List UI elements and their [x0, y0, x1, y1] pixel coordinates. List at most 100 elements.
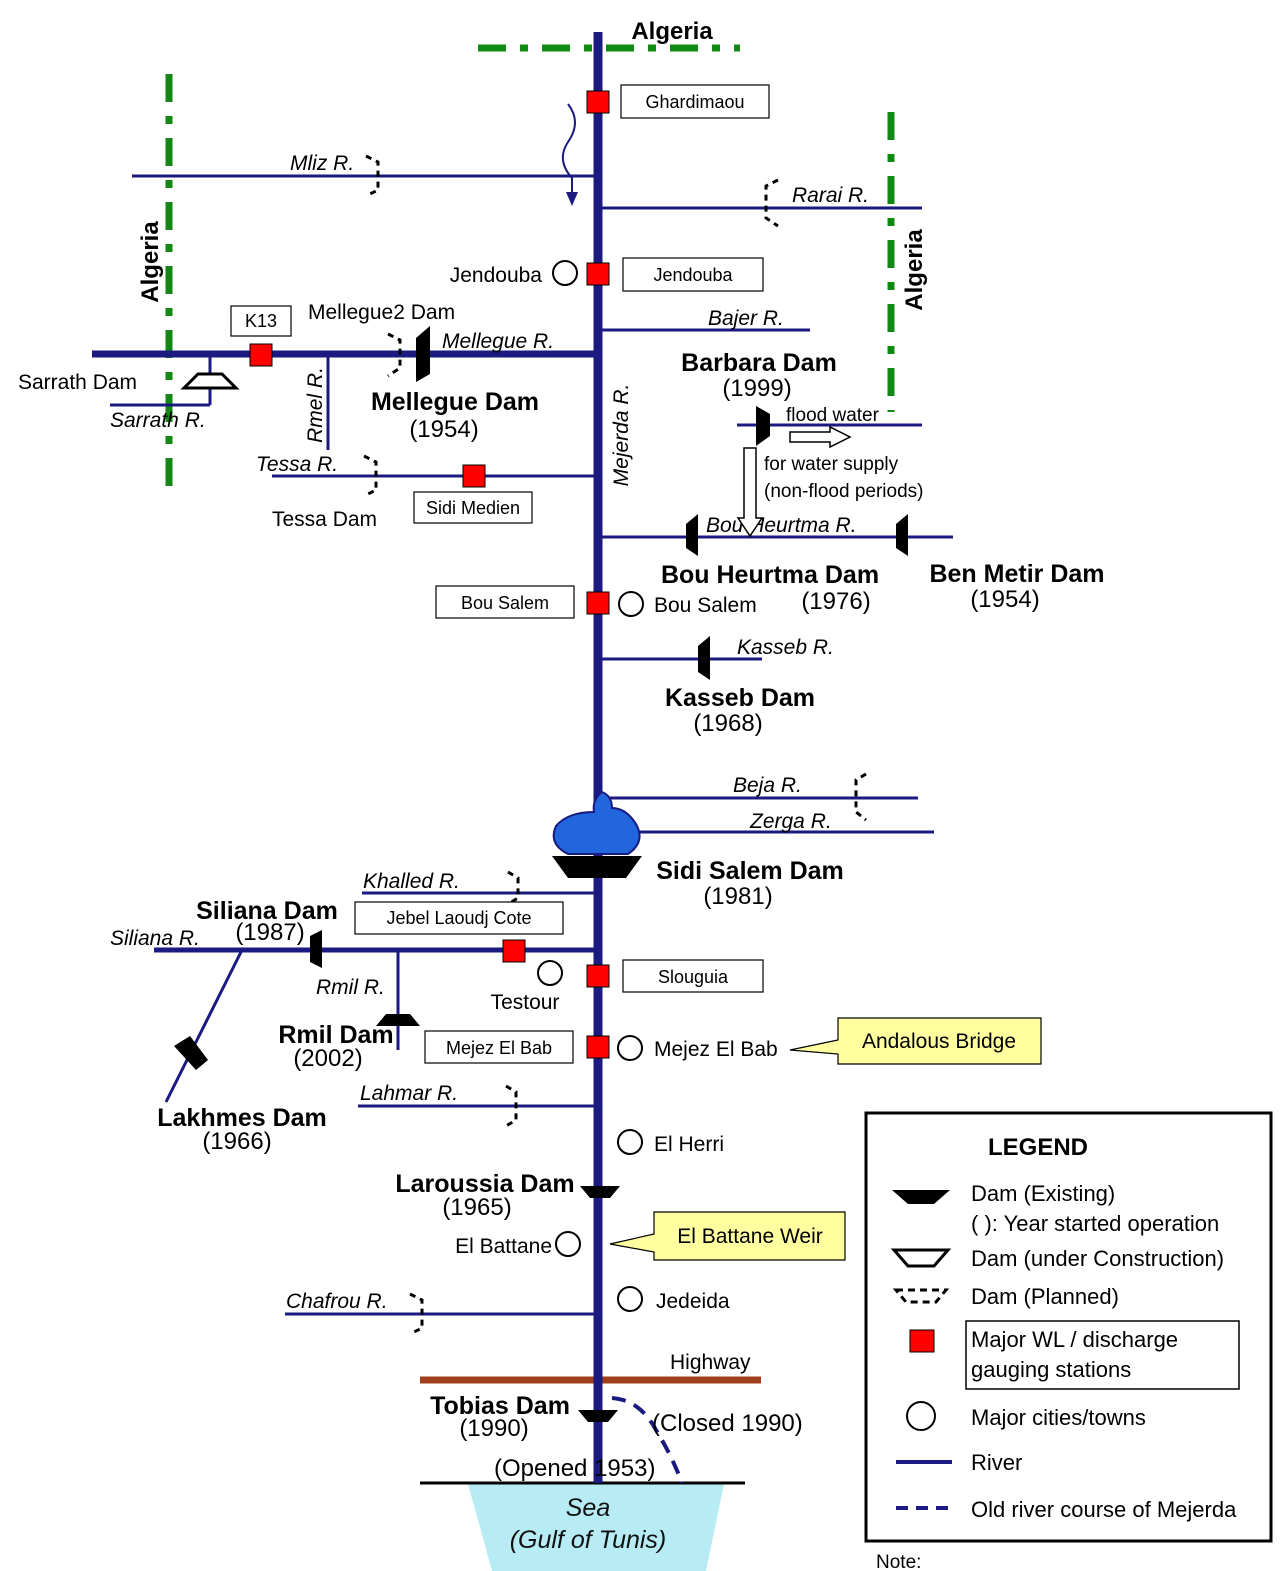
dam-sidi-salem-name: Sidi Salem Dam — [656, 857, 844, 885]
flood-water-arrow — [789, 425, 852, 449]
dam-existing-kasseb — [698, 636, 710, 680]
city-mejez-el-bab-marker — [617, 1035, 643, 1061]
station-ghardimaou-label: Ghardimaou — [645, 92, 744, 112]
kasseb-river-label: Kasseb R. — [737, 636, 834, 659]
city-jedeida-label: Jedeida — [656, 1290, 730, 1313]
station-mejez-el-bab-marker — [586, 1035, 610, 1059]
city-el-battane-marker — [555, 1231, 581, 1257]
water-supply-label: for water supply — [764, 454, 899, 475]
city-bou-salem-marker — [618, 591, 644, 617]
dam-existing-bou-heurtma — [686, 514, 698, 556]
dam-laroussia-year: (1965) — [442, 1194, 511, 1221]
city-testour-marker — [537, 960, 563, 986]
legend-dam-construction: Dam (under Construction) — [971, 1246, 1224, 1271]
sarrath-river-label: Sarrath R. — [110, 409, 206, 432]
lakhmes-river — [164, 949, 244, 1103]
dam-existing-rmil — [376, 1014, 420, 1026]
station-jebel-laoudj-label: Jebel Laoudj Cote — [386, 908, 531, 928]
algeria-label-right: Algeria — [901, 229, 928, 311]
dam-siliana-name: Siliana Dam — [196, 897, 338, 925]
dam-bou-heurtma-name: Bou Heurtma Dam — [661, 561, 879, 589]
dam-existing-lakhmes — [174, 1036, 208, 1070]
legend-gauging-2: gauging stations — [971, 1357, 1131, 1382]
water-supply-arrow — [736, 447, 764, 538]
station-slouguia-label: Slouguia — [658, 967, 729, 987]
dam-mellegue-year: (1954) — [409, 416, 478, 443]
dam-planned-beja — [854, 772, 867, 822]
dam-existing-siliana — [310, 930, 322, 968]
dam-existing-tobias — [578, 1410, 618, 1422]
city-bou-salem-label: Bou Salem — [654, 594, 757, 617]
sea-label: Sea — [566, 1494, 611, 1522]
legend-dam-existing: Dam (Existing) — [971, 1181, 1115, 1206]
station-mejez-el-bab-label: Mejez El Bab — [446, 1038, 552, 1058]
dam-kasseb-year: (1968) — [693, 710, 762, 737]
city-el-herri-label: El Herri — [654, 1133, 724, 1156]
legend-dam-construction-icon — [890, 1248, 952, 1268]
dam-planned-tessa — [363, 454, 378, 498]
sidi-salem-reservoir — [552, 790, 642, 878]
algeria-label-top: Algeria — [631, 18, 713, 45]
dam-existing-barbara — [756, 406, 770, 446]
mejerda-river-label: Mejerda R. — [610, 384, 633, 487]
siliana-river-label: Siliana R. — [110, 927, 200, 950]
opened-1953-label: (Opened 1953) — [494, 1455, 655, 1482]
station-k13-label: K13 — [245, 311, 277, 331]
city-mejez-el-bab-label: Mejez El Bab — [654, 1038, 778, 1061]
dam-siliana-year: (1987) — [235, 919, 304, 946]
dam-planned-lahmar — [505, 1084, 518, 1128]
city-jedeida-marker — [617, 1286, 643, 1312]
andalous-bridge-callout: Andalous Bridge — [789, 1017, 1042, 1065]
station-jebel-laoudj-marker — [502, 939, 526, 963]
beja-river-label: Beja R. — [733, 774, 802, 797]
flow-arrow — [561, 103, 578, 206]
rarai-river-label: Rarai R. — [792, 184, 869, 207]
legend-dam-planned: Dam (Planned) — [971, 1284, 1119, 1309]
rmel-river-label: Rmel R. — [304, 367, 327, 443]
dam-planned-rarai — [764, 178, 779, 228]
dam-construction-sarrath — [180, 372, 240, 390]
andalous-bridge-label: Andalous Bridge — [862, 1030, 1016, 1053]
legend-old-course: Old river course of Mejerda — [971, 1497, 1237, 1522]
dam-barbara-name: Barbara Dam — [681, 349, 837, 377]
gulf-of-tunis-label: (Gulf of Tunis) — [510, 1526, 667, 1554]
dam-rmil-year: (2002) — [293, 1045, 362, 1072]
dam-ben-metir-name: Ben Metir Dam — [929, 560, 1104, 588]
dam-lakhmes-year: (1966) — [202, 1128, 271, 1155]
station-ghardimaou-marker — [586, 90, 610, 114]
khalled-river-label: Khalled R. — [363, 870, 460, 893]
non-flood-label: (non-flood periods) — [764, 481, 923, 502]
mliz-river-label: Mliz R. — [290, 152, 354, 175]
legend-cities: Major cities/towns — [971, 1405, 1146, 1430]
rmil-river-label: Rmil R. — [316, 976, 385, 999]
lahmar-river-label: Lahmar R. — [360, 1082, 458, 1105]
station-bou-salem-label: Bou Salem — [461, 593, 549, 613]
city-jendouba-label: Jendouba — [450, 264, 543, 287]
note-label: Note: — [876, 1552, 921, 1571]
closed-1990-label: (Closed 1990) — [652, 1410, 803, 1437]
dam-laroussia-name: Laroussia Dam — [395, 1170, 574, 1198]
city-el-battane-label: El Battane — [455, 1235, 552, 1258]
dam-planned-mellegue2 — [387, 332, 402, 378]
dam-existing-mellegue — [416, 326, 430, 382]
station-sidi-medien-marker — [462, 464, 486, 488]
station-k13-marker — [249, 343, 273, 367]
dam-tobias-name: Tobias Dam — [430, 1392, 570, 1420]
dam-tobias-year: (1990) — [459, 1415, 528, 1442]
legend-gauging-icon — [909, 1329, 935, 1353]
dam-planned-khalled — [507, 870, 520, 906]
zerga-river-label: Zerga R. — [749, 810, 832, 833]
dam-ben-metir-year: (1954) — [970, 586, 1039, 613]
legend-river: River — [971, 1450, 1022, 1475]
algeria-label-left: Algeria — [137, 221, 164, 303]
legend-gauging-1: Major WL / discharge — [971, 1327, 1178, 1352]
dam-existing-laroussia — [580, 1186, 620, 1198]
station-bou-salem-marker — [586, 591, 610, 615]
bou-heurtma-river-label: Bou Heurtma R. — [706, 514, 857, 537]
city-el-herri-marker — [617, 1129, 643, 1155]
bajer-river-label: Bajer R. — [708, 307, 784, 330]
old-river-course — [611, 1396, 684, 1484]
dam-existing-ben-metir — [896, 514, 908, 556]
station-jendouba-marker — [586, 262, 610, 286]
dam-barbara-year: (1999) — [722, 375, 791, 402]
